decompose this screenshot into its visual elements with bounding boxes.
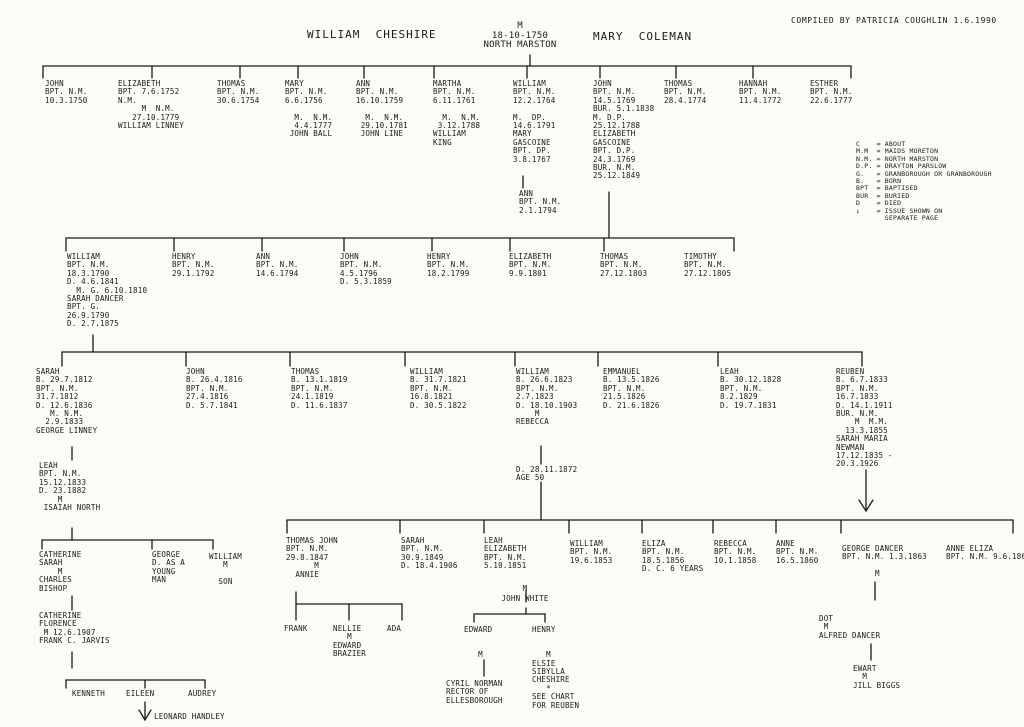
wife-name: MARY COLEMAN bbox=[593, 30, 693, 43]
gen1-grandchild: ANN BPT. N.M. 2.1.1794 bbox=[519, 189, 562, 215]
catherine-florence: CATHERINE FLORENCE M 12.6.1907 FRANK C. … bbox=[39, 611, 110, 646]
white-child: HENRY M ELSIE SIBYLLA CHESHIRE * SEE CHA… bbox=[532, 625, 580, 710]
thomas-child: FRANK bbox=[284, 624, 308, 633]
gen4-person: ELIZA BPT. N.M. 18.5.1856 D. C. 6 YEARS bbox=[642, 539, 704, 574]
gen1-person: HANNAH BPT. N.M. 11.4.1772 bbox=[739, 79, 782, 105]
gen2-person: THOMAS BPT. N.M. 27.12.1803 bbox=[600, 252, 648, 278]
legend: C = ABOUT M.M = MAIDS MORETON N.M. = NOR… bbox=[856, 140, 992, 223]
gen3-person: LEAH B. 30.12.1828 BPT. N.M. 8.2.1829 D.… bbox=[720, 367, 782, 410]
gen3-person: WILLIAM B. 26.6.1823 BPT. N.M. 2.7.1823 … bbox=[516, 367, 578, 427]
leah-north: LEAH BPT. N.M. 15.12.1833 D. 23.1882 M I… bbox=[39, 461, 101, 513]
compiled-by: COMPILED BY PATRICIA COUGHLIN 1.6.1990 bbox=[791, 16, 997, 25]
gen1-person: ESTHER BPT. N.M. 22.6.1777 bbox=[810, 79, 853, 105]
gen1-person: ELIZABETH BPT. 7.6.1752 N.M. M N.M. 27.1… bbox=[118, 79, 185, 131]
ewart: EWART M JILL BIGGS bbox=[853, 664, 901, 690]
white-child: EDWARD M bbox=[464, 625, 493, 660]
gen1-person: JOHN BPT. N.M. 10.3.1750 bbox=[45, 79, 88, 105]
leah-spouse: M JOHN WHITE bbox=[501, 584, 549, 603]
gen1-person: MARY BPT. N.M. 6.6.1756 M. N.M. 4.4.1777… bbox=[285, 79, 333, 139]
jarvis-child: KENNETH bbox=[72, 689, 106, 698]
gen4-person: SARAH BPT. N.M. 30.9.1849 D. 18.4.1906 bbox=[401, 536, 458, 571]
gen4-person: WILLIAM BPT. N.M. 19.6.1853 bbox=[570, 539, 613, 565]
gen2-person: ELIZABETH BPT. N.M. 9.9.1801 bbox=[509, 252, 552, 278]
gen3-person: THOMAS B. 13.1.1819 BPT. N.M. 24.1.1819 … bbox=[291, 367, 348, 410]
gen4-person: LEAH ELIZABETH BPT. N.M. 5.10.1851 bbox=[484, 536, 527, 571]
gen3-person: REUBEN B. 6.7.1833 BPT. N.M. 16.7.1833 D… bbox=[836, 367, 893, 469]
gen4-person: ANNE ELIZA BPT. N.M. 9.6.186 bbox=[946, 544, 1024, 562]
gen3-person: JOHN B. 26.4.1816 BPT. N.M. 27.4.1816 D.… bbox=[186, 367, 243, 410]
gen1-person: THOMAS BPT. N.M. 30.6.1754 bbox=[217, 79, 260, 105]
marriage-info: M 18-10-1750 NORTH MARSTON bbox=[483, 21, 557, 50]
north-child: WILLIAM M SON bbox=[209, 552, 243, 587]
gen3-person: EMMANUEL B. 13.5.1826 BPT. N.M. 21.5.182… bbox=[603, 367, 660, 410]
gen4-person: GEORGE DANCER BPT. N.M. 1.3.1863 M bbox=[842, 544, 927, 579]
gen4-person: THOMAS JOHN BPT. N.M. 29.8.1847 M ANNIE bbox=[286, 536, 338, 579]
gen2-person: JOHN BPT. N.M. 4.5.1796 D. 5.3.1859 bbox=[340, 252, 392, 287]
gen2-person: HENRY BPT. N.M. 29.1.1792 bbox=[172, 252, 215, 278]
gen2-person: TIMOTHY BPT. N.M. 27.12.1805 bbox=[684, 252, 732, 278]
jarvis-child: EILEEN bbox=[126, 689, 155, 698]
gen4-person: REBECCA BPT. N.M. 10.1.1858 bbox=[714, 539, 757, 565]
gen1-person: ANN BPT. N.M. 16.10.1759 M. N.M. 29.10.1… bbox=[356, 79, 408, 139]
husband-name: WILLIAM CHESHIRE bbox=[307, 28, 437, 41]
gen1-person: WILLIAM BPT. N.M. 12.2.1764 M. DP. 14.6.… bbox=[513, 79, 556, 164]
cyril-norman: CYRIL NORMAN RECTOR OF ELLESBOROUGH bbox=[446, 679, 503, 705]
gen3-person: SARAH B. 29.7.1812 BPT. N.M. 31.7.1812 D… bbox=[36, 367, 98, 435]
dot-dancer: DOT M ALFRED DANCER bbox=[819, 614, 881, 640]
gen1-person: THOMAS BPT. N.M. 28.4.1774 bbox=[664, 79, 707, 105]
gen1-person: JOHN BPT. N.M. 14.5.1769 BUR. 5.1.1838 M… bbox=[593, 79, 655, 181]
gen2-person: ANN BPT. N.M. 14.6.1794 bbox=[256, 252, 299, 278]
north-child: GEORGE D. AS A YOUNG MAN bbox=[152, 550, 186, 585]
thomas-child: NELLIE M EDWARD BRAZIER bbox=[333, 624, 367, 659]
gen2-person: HENRY BPT. N.M. 18.2.1799 bbox=[427, 252, 470, 278]
gen2-person: WILLIAM BPT. N.M. 18.3.1790 D. 4.6.1841 … bbox=[67, 252, 148, 329]
jarvis-child: AUDREY bbox=[188, 689, 217, 698]
gen1-person: MARTHA BPT. N.M. 6.11.1761 M. N.M. 3.12.… bbox=[433, 79, 481, 147]
rebecca-death-note: D. 28.11.1872 AGE 50 bbox=[516, 465, 578, 483]
north-child: CATHERINE SARAH M CHARLES BISHOP bbox=[39, 550, 82, 593]
eileen-spouse-note: LEONARD HANDLEY bbox=[154, 712, 225, 721]
gen4-person: ANNE BPT. N.M. 16.5.1860 bbox=[776, 539, 819, 565]
gen3-person: WILLIAM B. 31.7.1821 BPT. N.M. 16.8.1821… bbox=[410, 367, 467, 410]
thomas-child: ADA bbox=[387, 624, 402, 633]
